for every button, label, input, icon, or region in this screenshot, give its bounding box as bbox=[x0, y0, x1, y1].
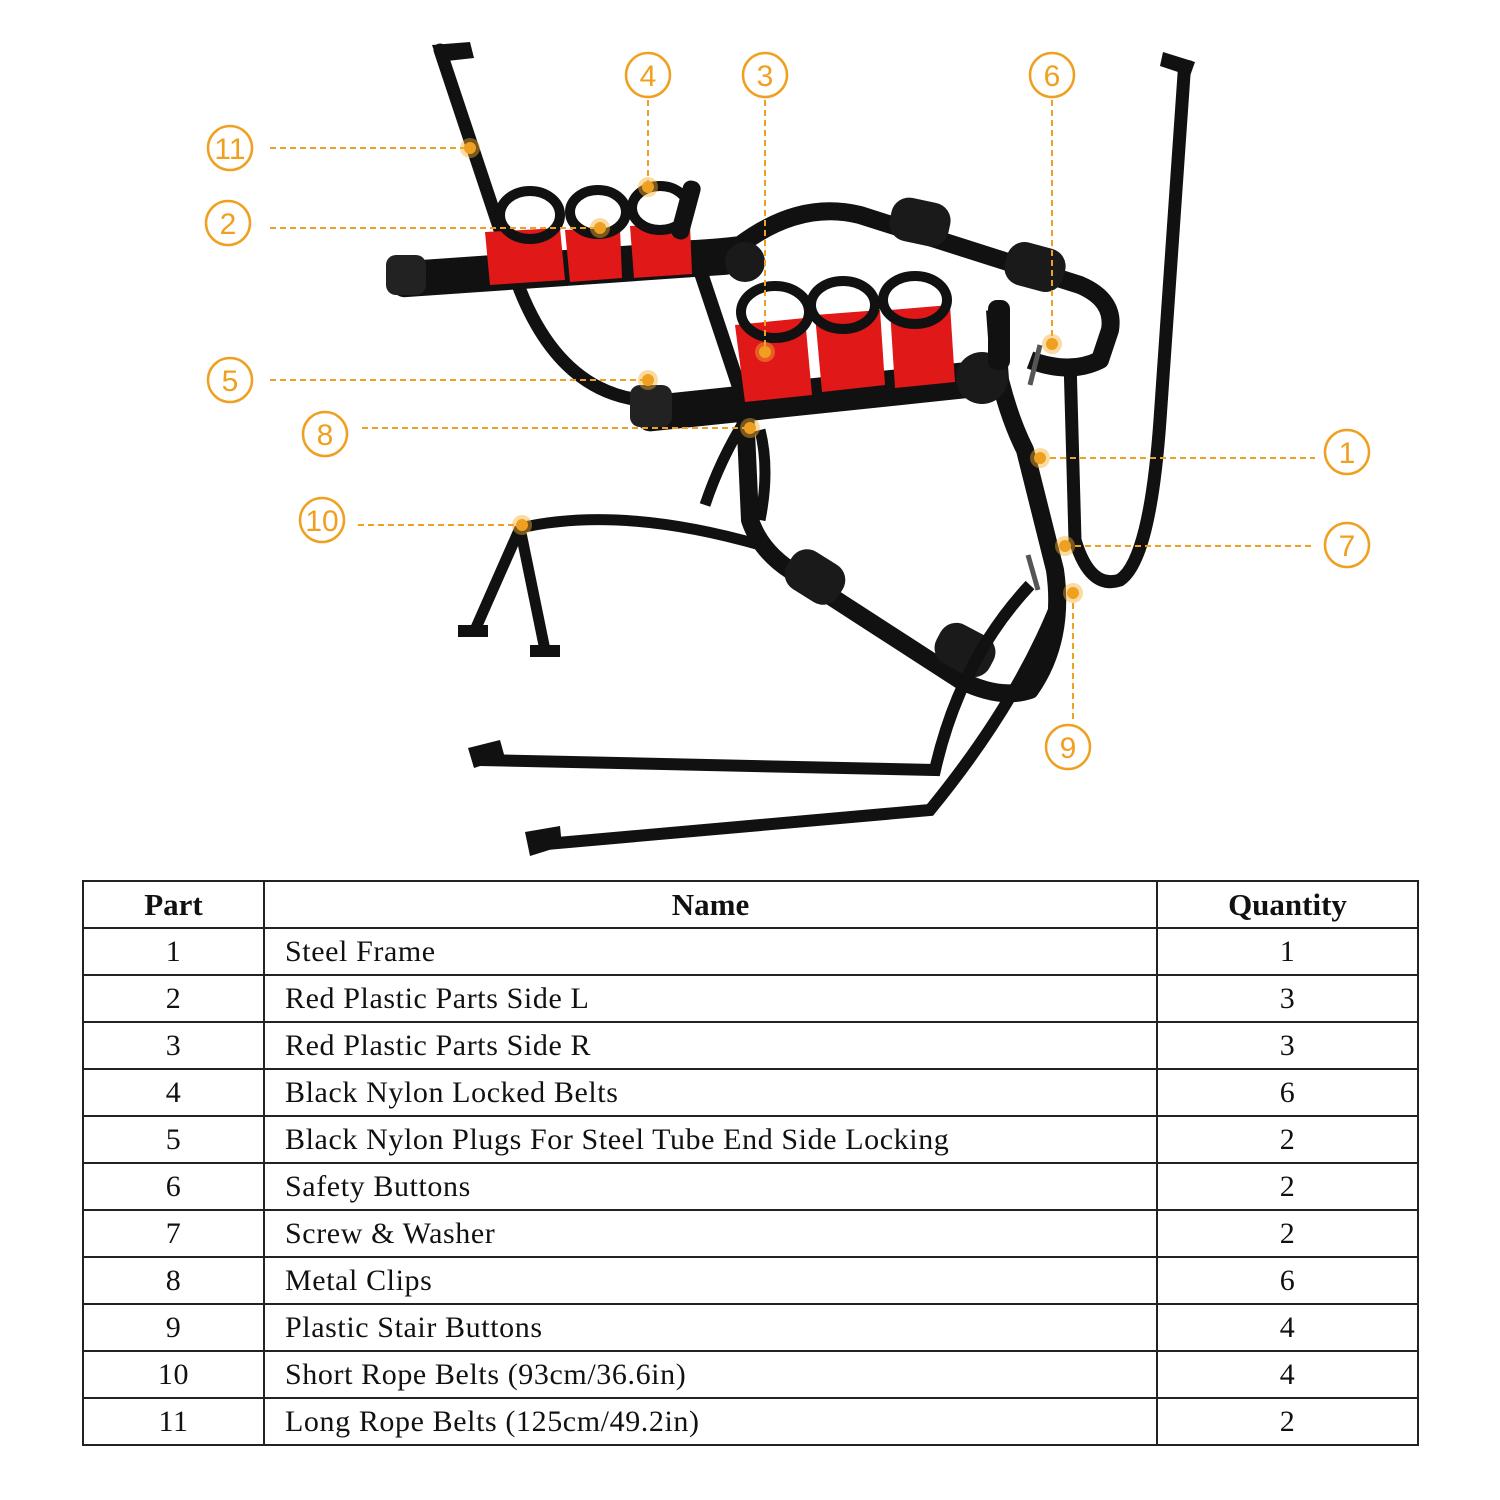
part-number: 8 bbox=[82, 1256, 265, 1305]
table-header-row: Part Name Quantity bbox=[82, 880, 1419, 929]
callout-3-label: 3 bbox=[757, 60, 774, 93]
part-number: 9 bbox=[82, 1303, 265, 1352]
part-quantity: 6 bbox=[1156, 1068, 1419, 1117]
part-number: 1 bbox=[82, 927, 265, 976]
part-quantity: 4 bbox=[1156, 1350, 1419, 1399]
part-name: Safety Buttons bbox=[263, 1162, 1158, 1211]
header-quantity: Quantity bbox=[1156, 880, 1419, 929]
callout-11: 11 bbox=[206, 124, 480, 172]
callout-2-label: 2 bbox=[220, 208, 237, 241]
part-quantity: 3 bbox=[1156, 974, 1419, 1023]
callout-5: 5 bbox=[206, 356, 658, 404]
callout-7-label: 7 bbox=[1339, 530, 1356, 563]
part-number: 5 bbox=[82, 1115, 265, 1164]
part-name: Black Nylon Plugs For Steel Tube End Sid… bbox=[263, 1115, 1158, 1164]
header-name: Name bbox=[263, 880, 1158, 929]
callout-8: 8 bbox=[301, 410, 760, 458]
part-quantity: 3 bbox=[1156, 1021, 1419, 1070]
callout-4: 4 bbox=[624, 51, 672, 197]
part-number: 2 bbox=[82, 974, 265, 1023]
callout-1: 1 bbox=[1030, 428, 1371, 476]
part-quantity: 4 bbox=[1156, 1303, 1419, 1352]
callout-9-label: 9 bbox=[1060, 732, 1077, 765]
callout-3: 3 bbox=[741, 51, 789, 362]
part-name: Plastic Stair Buttons bbox=[263, 1303, 1158, 1352]
part-name: Black Nylon Locked Belts bbox=[263, 1068, 1158, 1117]
part-quantity: 1 bbox=[1156, 927, 1419, 976]
callout-1-label: 1 bbox=[1339, 437, 1356, 470]
part-name: Screw & Washer bbox=[263, 1209, 1158, 1258]
part-name: Long Rope Belts (125cm/49.2in) bbox=[263, 1397, 1158, 1446]
callout-9: 9 bbox=[1044, 583, 1092, 771]
part-name: Red Plastic Parts Side R bbox=[263, 1021, 1158, 1070]
header-part: Part bbox=[82, 880, 265, 929]
part-quantity: 2 bbox=[1156, 1115, 1419, 1164]
part-number: 4 bbox=[82, 1068, 265, 1117]
callout-11-label: 11 bbox=[214, 133, 245, 166]
part-number: 11 bbox=[82, 1397, 265, 1446]
bike-rack-illustration bbox=[386, 42, 1195, 856]
callout-7: 7 bbox=[1055, 521, 1371, 569]
callout-8-label: 8 bbox=[317, 419, 334, 452]
callout-6-label: 6 bbox=[1044, 60, 1061, 93]
part-name: Metal Clips bbox=[263, 1256, 1158, 1305]
part-name: Short Rope Belts (93cm/36.6in) bbox=[263, 1350, 1158, 1399]
part-quantity: 2 bbox=[1156, 1397, 1419, 1446]
part-quantity: 2 bbox=[1156, 1162, 1419, 1211]
callout-4-label: 4 bbox=[640, 60, 657, 93]
callout-6: 6 bbox=[1028, 51, 1076, 354]
callout-10-label: 10 bbox=[305, 505, 338, 538]
callout-5-label: 5 bbox=[222, 365, 239, 398]
part-number: 7 bbox=[82, 1209, 265, 1258]
part-number: 3 bbox=[82, 1021, 265, 1070]
part-quantity: 6 bbox=[1156, 1256, 1419, 1305]
bike-rack-diagram: 1 2 3 4 5 6 7 bbox=[204, 42, 1371, 856]
part-number: 10 bbox=[82, 1350, 265, 1399]
part-name: Steel Frame bbox=[263, 927, 1158, 976]
part-number: 6 bbox=[82, 1162, 265, 1211]
part-name: Red Plastic Parts Side L bbox=[263, 974, 1158, 1023]
callout-2: 2 bbox=[204, 199, 610, 247]
callout-10: 10 bbox=[298, 496, 532, 544]
part-quantity: 2 bbox=[1156, 1209, 1419, 1258]
